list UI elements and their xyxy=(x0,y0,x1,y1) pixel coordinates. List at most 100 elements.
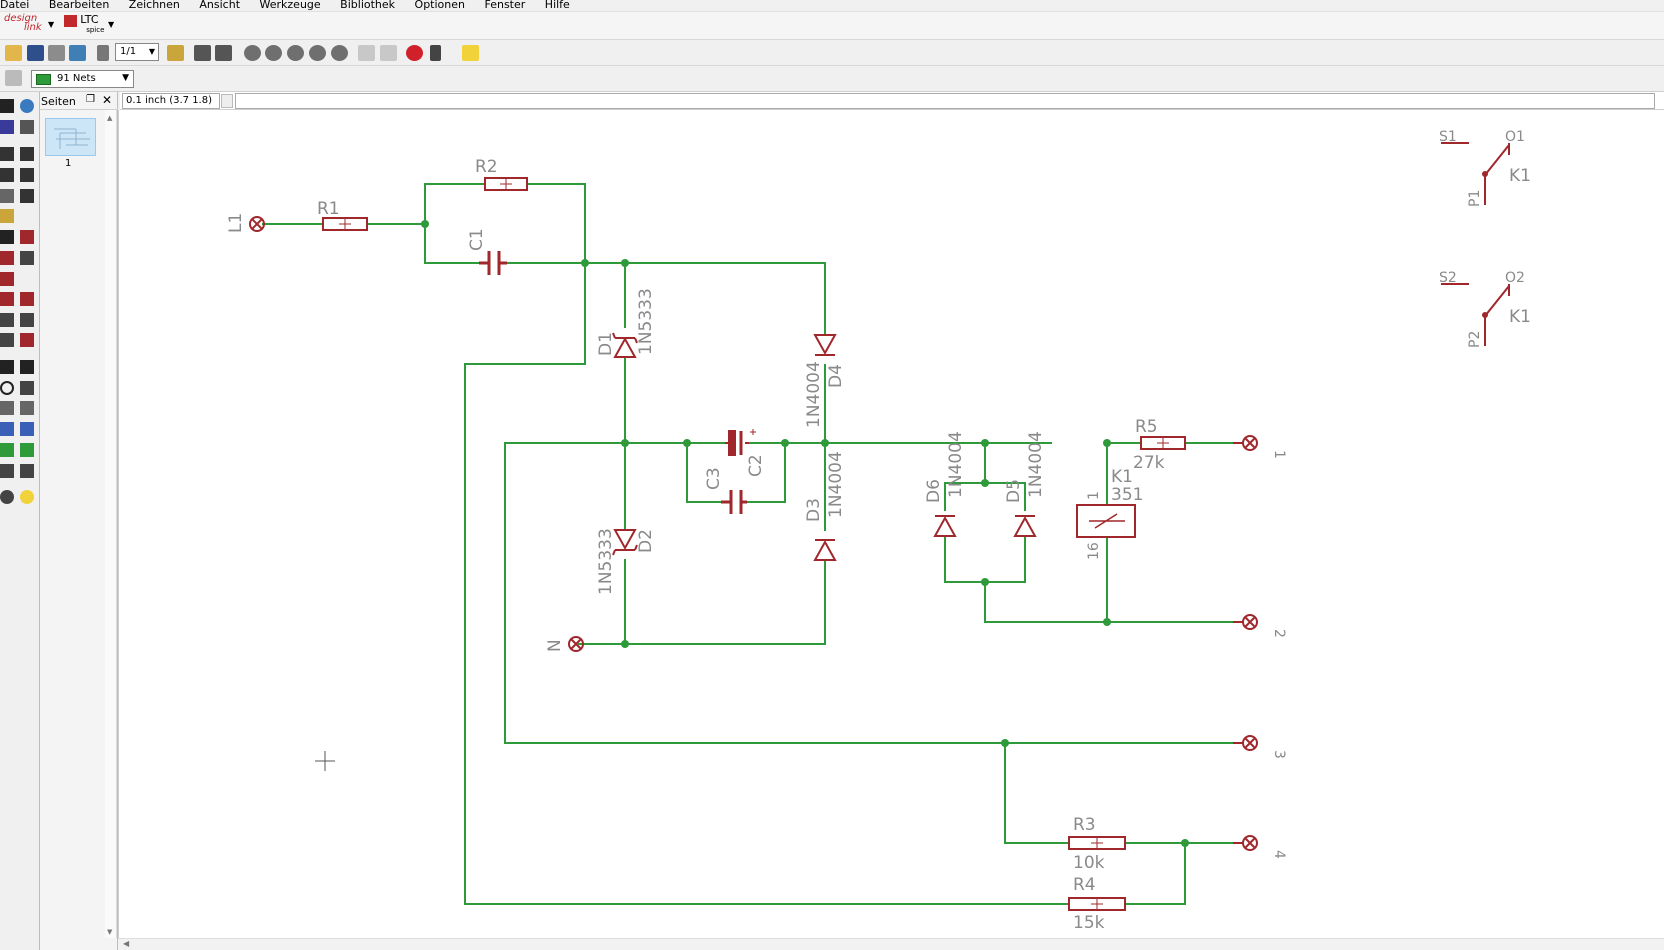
go-icon[interactable] xyxy=(430,45,441,61)
menu-ansicht[interactable]: Ansicht xyxy=(199,0,241,11)
menu-bearbeiten[interactable]: Bearbeiten xyxy=(48,0,110,11)
net-tool-icon[interactable] xyxy=(20,422,34,436)
resistor-r2[interactable] xyxy=(484,177,528,191)
ltspice-button[interactable]: LTC spice xyxy=(64,14,104,35)
diode-d1[interactable] xyxy=(612,332,638,358)
mirror-tool-icon[interactable] xyxy=(0,168,14,182)
add-tool-icon[interactable] xyxy=(20,230,34,244)
menu-fenster[interactable]: Fenster xyxy=(484,0,526,11)
mark-tool-icon[interactable] xyxy=(20,120,34,134)
diode-d4[interactable] xyxy=(813,334,837,356)
text-tool-icon[interactable] xyxy=(20,360,34,374)
move-tool-icon[interactable] xyxy=(0,147,14,161)
menu-datei[interactable]: Datei xyxy=(0,0,30,11)
library-icon[interactable] xyxy=(167,45,184,61)
ulp-icon[interactable] xyxy=(215,45,232,61)
bus-tool-icon[interactable] xyxy=(0,422,14,436)
pages-close-icon[interactable]: ✕ xyxy=(102,93,113,107)
delete-tool-icon[interactable] xyxy=(0,230,14,244)
stop-icon[interactable] xyxy=(406,45,423,61)
split-tool-icon[interactable] xyxy=(0,333,14,347)
value-tool-icon[interactable] xyxy=(20,292,34,306)
ltspice-dropdown-icon[interactable]: ▼ xyxy=(108,20,115,29)
open-icon[interactable] xyxy=(5,45,22,61)
relay-contact-s2[interactable] xyxy=(1441,283,1510,346)
miter-tool-icon[interactable] xyxy=(20,313,34,327)
zoom-fit-icon[interactable] xyxy=(244,45,261,61)
schematic-canvas[interactable]: R1 R2 R5 27k R3 10k R4 15k K1 351 K1 K1 … xyxy=(118,110,1664,938)
circle-tool-icon[interactable] xyxy=(0,381,14,395)
resistor-r4[interactable] xyxy=(1068,897,1126,911)
sheet-select[interactable]: 1/1 ▼ xyxy=(115,43,159,61)
scroll-up-icon[interactable]: ▲ xyxy=(107,114,113,122)
wire-tool-icon[interactable] xyxy=(0,360,14,374)
display-tool-icon[interactable] xyxy=(0,120,14,134)
terminal-4[interactable] xyxy=(1233,835,1258,851)
smash-tool-icon[interactable] xyxy=(0,313,14,327)
relay-contact-s1[interactable] xyxy=(1441,142,1510,205)
arc-tool-icon[interactable] xyxy=(20,381,34,395)
pinswap-tool-icon[interactable] xyxy=(0,251,14,265)
print-icon[interactable] xyxy=(48,45,65,61)
terminal-1[interactable] xyxy=(1233,435,1258,451)
copy-tool-icon[interactable] xyxy=(20,147,34,161)
resistor-r5[interactable] xyxy=(1140,436,1186,450)
script-icon[interactable] xyxy=(194,45,211,61)
name-tool-icon[interactable] xyxy=(0,292,14,306)
attribute-tool-icon[interactable] xyxy=(0,464,14,478)
rect-tool-icon[interactable] xyxy=(0,401,14,415)
erc-tool-icon[interactable] xyxy=(0,490,14,504)
zoom-in-icon[interactable] xyxy=(265,45,282,61)
designlink-button[interactable]: design link xyxy=(4,14,42,33)
terminal-l1[interactable] xyxy=(249,216,265,232)
zoom-select-icon[interactable] xyxy=(331,45,348,61)
relay-coil-k1[interactable] xyxy=(1076,504,1136,538)
save-icon[interactable] xyxy=(27,45,44,61)
gateswap-tool-icon[interactable] xyxy=(20,251,34,265)
group-tool-icon[interactable] xyxy=(0,189,14,203)
net-class-select[interactable]: 91 Nets ▼ xyxy=(31,70,134,88)
paste-tool-icon[interactable] xyxy=(0,209,14,223)
menu-bibliothek[interactable]: Bibliothek xyxy=(340,0,396,11)
change-tool-icon[interactable] xyxy=(20,189,34,203)
designlink-dropdown-icon[interactable]: ▼ xyxy=(48,20,55,29)
help-icon[interactable] xyxy=(462,45,479,61)
scroll-left-icon[interactable]: ◀ xyxy=(123,939,130,948)
diode-d5[interactable] xyxy=(1013,515,1037,537)
resistor-r3[interactable] xyxy=(1068,836,1126,850)
invoke-tool-icon[interactable] xyxy=(20,333,34,347)
replace-tool-icon[interactable] xyxy=(0,272,14,286)
dimension-tool-icon[interactable] xyxy=(20,464,34,478)
polygon-tool-icon[interactable] xyxy=(20,401,34,415)
undo-icon[interactable] xyxy=(358,45,375,61)
terminal-n[interactable] xyxy=(568,636,584,652)
menu-zeichnen[interactable]: Zeichnen xyxy=(128,0,180,11)
menu-hilfe[interactable]: Hilfe xyxy=(544,0,570,11)
errors-tool-icon[interactable] xyxy=(20,490,34,504)
zoom-redraw-icon[interactable] xyxy=(309,45,326,61)
zoom-out-icon[interactable] xyxy=(287,45,304,61)
resistor-r1[interactable] xyxy=(322,217,368,231)
command-history-button[interactable] xyxy=(221,94,233,108)
info-tool-icon[interactable] xyxy=(0,99,14,113)
show-tool-icon[interactable] xyxy=(20,99,34,113)
horizontal-scrollbar[interactable]: ◀ xyxy=(118,938,1664,950)
scroll-down-icon[interactable]: ▼ xyxy=(107,928,113,936)
switch-board-icon[interactable] xyxy=(97,45,109,61)
diode-d6[interactable] xyxy=(933,515,957,537)
diode-d3[interactable] xyxy=(813,539,837,561)
menu-optionen[interactable]: Optionen xyxy=(414,0,465,11)
terminal-2[interactable] xyxy=(1233,614,1258,630)
terminal-3[interactable] xyxy=(1233,735,1258,751)
capacitor-c2[interactable] xyxy=(725,429,756,456)
label-tool-icon[interactable] xyxy=(20,443,34,457)
rotate-tool-icon[interactable] xyxy=(20,168,34,182)
redo-icon[interactable] xyxy=(380,45,397,61)
capacitor-c1[interactable] xyxy=(479,251,507,275)
page-thumbnail[interactable] xyxy=(45,118,96,156)
vertical-scrollbar[interactable]: ▲ ▼ xyxy=(105,110,117,938)
pages-undock-icon[interactable]: ❐ xyxy=(86,94,95,105)
junction-tool-icon[interactable] xyxy=(0,443,14,457)
cam-icon[interactable] xyxy=(69,45,86,61)
menu-werkzeuge[interactable]: Werkzeuge xyxy=(259,0,321,11)
